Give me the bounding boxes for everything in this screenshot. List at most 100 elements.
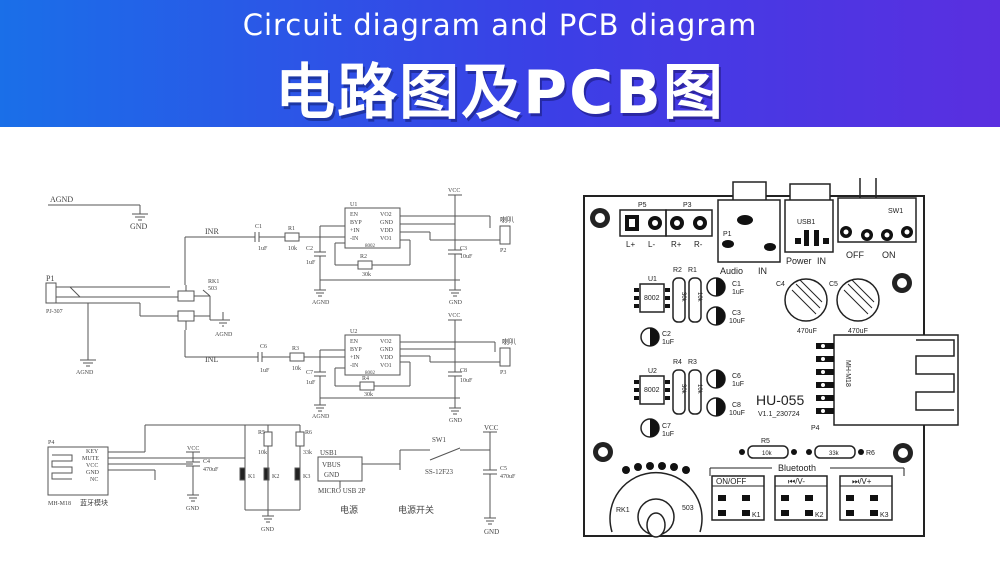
pcb-c5-val: 470uF [848,328,868,335]
pcb-sw1-label: SW1 [888,208,903,215]
vcc-sw-label: VCC [484,424,499,432]
c5-val: 470uF [500,474,516,480]
pcb-p5-label: P5 [638,202,647,209]
gnd-u2-label: GND [449,418,463,424]
u2-byp: BYP [350,347,362,353]
gnd-keys-label: GND [261,527,275,533]
u1-inp: +IN [350,228,360,234]
pcb-u1-chip [639,283,665,313]
gnd-label: GND [130,222,148,231]
pcb-rplus: R+ [671,240,682,249]
u1-byp: BYP [350,220,362,226]
rk1-val: 503 [208,286,217,292]
pcb-c3-val: 10uF [729,318,745,325]
pcb-r6-label: R6 [866,450,875,457]
u2-inn: -IN [350,363,359,369]
c7-label: C7 [306,370,313,376]
c2-val: 1uF [306,260,316,266]
bt-vcc: VCC [86,463,98,469]
agnd-left-label: AGND [76,370,94,376]
pcb-r5 [747,445,789,459]
pcb-c7-label: C7 [662,423,671,430]
u2-gnd: GND [380,347,394,353]
pcb-c5 [836,278,880,322]
pcb-prev-label: ⏮/V- [788,477,805,486]
r5-val: 10k [258,450,267,456]
k3-label: K3 [303,474,310,480]
u2-en: EN [350,339,359,345]
pcb-c4-label: C4 [776,281,785,288]
pcb-c6-label: C6 [732,373,741,380]
c3-label: C3 [460,246,467,252]
pcb-on-label: ON [882,250,896,260]
pcb-u2-ic: 8002 [644,387,660,394]
inr-label: INR [205,227,219,236]
u2-label: U2 [350,329,357,335]
pcb-u2-chip [639,375,665,405]
circuit-schematic: AGND GND INR INL P1 PJ-307 RK1 503 AGND … [45,188,516,536]
pcb-power-in-label: IN [817,256,826,266]
pcb-r5-label: R5 [761,438,770,445]
pcb-r3-label: R3 [688,359,697,366]
agnd-u2-label: AGND [312,414,330,420]
p1-label: P1 [46,274,54,283]
u1-en: EN [350,212,359,218]
c7-val: 1uF [306,380,316,386]
u1-label: U1 [350,202,357,208]
pcb-r2-value: 30k [680,292,686,303]
pcb-usb1-label: USB1 [797,219,815,226]
pcb-rminus: R- [694,240,703,249]
c5-label: C5 [500,466,507,472]
r6-label: R6 [305,430,312,436]
c1-label: C1 [255,224,262,230]
pcb-c4 [784,278,828,322]
bt-module-name: 蓝牙模块 [80,498,108,507]
sw-type: SS-12F23 [425,468,454,476]
agnd-mid-label: AGND [215,332,233,338]
r1-label: R1 [288,226,295,232]
c3-val: 10uF [460,254,473,260]
pcb-r2 [672,277,686,323]
pcb-r4 [672,369,686,415]
u1-vo2: VO2 [380,212,392,218]
pcb-r3-value: 10k [696,384,702,395]
pcb-r6-value: 33k [829,451,840,457]
pcb-audio-label: Audio [720,266,743,276]
u2-vdd: VDD [380,355,394,361]
pcb-r5-value: 10k [762,451,773,457]
pcb-r3 [688,369,702,415]
usb-type: MICRO USB 2P [318,487,366,495]
pcb-p3-label: P3 [683,202,692,209]
u2-vo1: VO1 [380,363,392,369]
c8-label: C8 [460,368,467,374]
agnd-u1-label: AGND [312,300,330,306]
pcb-k2-label: K2 [815,512,824,519]
bt-nc: NC [90,477,98,483]
pcb-r4-value: 30k [680,384,686,395]
k2-label: K2 [272,474,279,480]
pcb-r6 [814,445,856,459]
pcb-lplus: L+ [626,240,635,249]
gnd-u1-label: GND [449,300,463,306]
pcb-u1-ic: 8002 [644,295,660,302]
pcb-c7-val: 1uF [662,431,674,438]
r3-label: R3 [292,346,299,352]
speaker-r-label: 喇叭 [500,215,514,224]
c2-label: C2 [306,246,313,252]
inl-label: INL [205,355,218,364]
r3-val: 10k [292,366,301,372]
pcb-k1-label: K1 [752,512,761,519]
rk1-label: RK1 [208,279,219,285]
pcb-rk1-label: RK1 [616,507,630,514]
pcb-p4-label: P4 [811,425,820,432]
pcb-r1 [688,277,702,323]
c8-val: 10uF [460,378,473,384]
pcb-bluetooth-label: Bluetooth [778,463,816,473]
pcb-k3-label: K3 [880,512,889,519]
c1-val: 1uF [258,246,268,252]
p1-type-label: PJ-307 [46,309,63,315]
u2-part: 8002 [365,371,376,376]
r6-val: 33k [303,450,312,456]
pcb-r1-value: 10k [696,292,702,303]
pcb-c2-label: C2 [662,331,671,338]
